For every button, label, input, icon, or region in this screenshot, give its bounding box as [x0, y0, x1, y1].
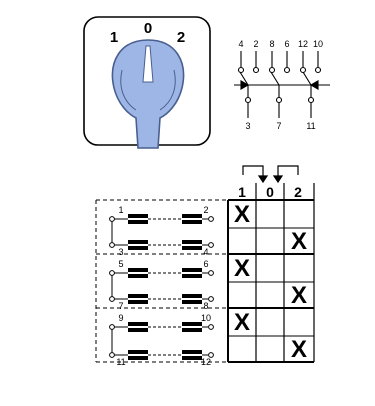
symbol-terminal-2: 2 [253, 39, 258, 49]
knob-grip-left [120, 69, 137, 111]
knob-body [111, 39, 185, 149]
knob-grip-right [159, 69, 176, 111]
closed-contact-mark-r3-c1: X [234, 255, 250, 282]
symbol-terminal-10: 10 [313, 39, 323, 49]
switching-table-grid [227, 183, 315, 363]
knob-icon[interactable] [111, 39, 185, 149]
terminal-label-4: 4 [203, 247, 208, 257]
closed-contact-mark-r4-c3: X [291, 282, 307, 309]
terminal-label-7: 7 [118, 301, 123, 311]
table-header-pos-1: 1 [238, 184, 246, 200]
switching-table-header: 1 0 2 [238, 165, 302, 200]
contact-row-11-12: 11 12 [109, 350, 214, 367]
terminal-label-11: 11 [116, 357, 125, 367]
table-header-pos-2: 2 [294, 184, 302, 200]
dial-label-0: 0 [144, 20, 152, 37]
terminal-label-10: 10 [201, 313, 211, 323]
symbol-contact-pair-3 [299, 51, 322, 118]
symbol-terminal-6: 6 [284, 39, 289, 49]
terminal-label-1: 1 [118, 205, 123, 215]
symbol-contact-pair-1 [237, 51, 260, 118]
rotation-arrow-left-icon [242, 165, 264, 180]
closed-contact-mark-r1-c1: X [234, 201, 250, 228]
rotation-arrow-right-icon [277, 165, 299, 180]
symbol-terminal-8: 8 [269, 39, 274, 49]
symbol-terminal-4: 4 [238, 39, 243, 49]
terminal-label-9: 9 [118, 313, 123, 323]
contact-symbol: 4 2 8 6 12 10 [234, 39, 330, 131]
symbol-terminal-12: 12 [298, 39, 308, 49]
rotary-dial: 1 0 2 [83, 16, 211, 149]
symbol-terminal-7: 7 [276, 121, 281, 131]
closed-contact-mark-r5-c1: X [234, 309, 250, 336]
terminal-label-3: 3 [118, 247, 123, 257]
symbol-contact-pair-2 [268, 51, 291, 118]
symbol-arrow-left-icon [240, 80, 250, 90]
symbol-terminal-3: 3 [245, 121, 250, 131]
terminal-label-2: 2 [203, 205, 208, 215]
contact-row-9-10: 9 10 [109, 313, 214, 353]
table-header-pos-0: 0 [266, 184, 274, 200]
closed-contact-mark-r6-c3: X [291, 336, 307, 363]
symbol-terminal-11: 11 [306, 121, 315, 131]
terminal-label-6: 6 [203, 259, 208, 269]
knob-pointer [142, 45, 154, 83]
closed-contact-mark-r2-c3: X [291, 228, 307, 255]
terminal-label-12: 12 [201, 357, 211, 367]
terminal-label-5: 5 [118, 259, 123, 269]
dial-label-1: 1 [110, 29, 118, 46]
terminal-label-8: 8 [203, 301, 208, 311]
symbol-arrow-right-icon [309, 80, 319, 90]
dial-label-2: 2 [177, 29, 185, 46]
